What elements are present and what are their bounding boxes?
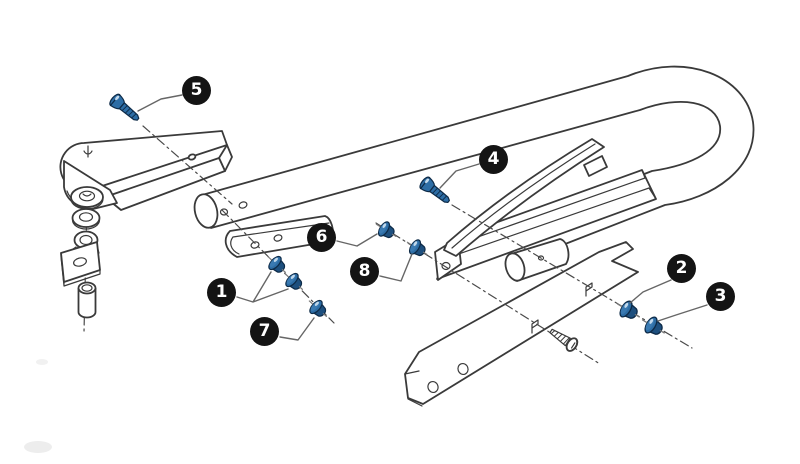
leader-6 <box>336 233 378 247</box>
leader-3 <box>657 304 708 322</box>
callout-7[interactable]: 7 <box>250 317 279 346</box>
bushing-front-lower-7 <box>303 294 333 323</box>
mount-bracket <box>60 230 101 287</box>
leader-8 <box>379 253 413 282</box>
holder-rail <box>434 169 657 281</box>
callout-4-label: 4 <box>487 149 500 169</box>
callout-7-label: 7 <box>258 321 271 341</box>
leader-7 <box>279 317 315 341</box>
callout-5-label: 5 <box>190 80 203 100</box>
centerline-handle-screw <box>142 125 233 205</box>
leader-5 <box>137 94 183 112</box>
pivot-washer <box>71 208 101 230</box>
bushing-rear-lower-8 <box>402 234 432 262</box>
bushing-front-1b <box>279 267 309 296</box>
leader-4 <box>439 163 480 189</box>
callout-3-label: 3 <box>714 286 727 306</box>
callout-6-label: 6 <box>315 227 328 247</box>
main-bar <box>404 241 639 407</box>
callout-2[interactable]: 2 <box>667 254 696 283</box>
flanged-nut-3 <box>637 311 670 342</box>
callout-leaders <box>137 94 708 341</box>
callout-8-label: 8 <box>358 261 371 281</box>
callout-1[interactable]: 1 <box>207 278 236 307</box>
scan-smudges <box>24 359 52 453</box>
u-shaped-tube <box>193 65 755 247</box>
steel-screw <box>549 328 579 352</box>
bushing-rear-upper-6 <box>371 216 401 244</box>
callout-4[interactable]: 4 <box>479 145 508 174</box>
roller-cylinder <box>504 238 570 282</box>
leader-2 <box>629 279 672 304</box>
callout-2-label: 2 <box>675 258 688 278</box>
leader-1 <box>236 271 289 303</box>
spacer-cylinder <box>77 281 97 319</box>
handle-screw <box>107 91 144 126</box>
callout-6[interactable]: 6 <box>307 223 336 252</box>
callout-5[interactable]: 5 <box>182 76 211 105</box>
callout-3[interactable]: 3 <box>706 282 735 311</box>
handle-lever <box>59 130 233 211</box>
flanged-nut-2 <box>612 295 645 326</box>
callout-8[interactable]: 8 <box>350 257 379 286</box>
curved-blade <box>443 138 608 257</box>
callout-1-label: 1 <box>215 282 228 302</box>
